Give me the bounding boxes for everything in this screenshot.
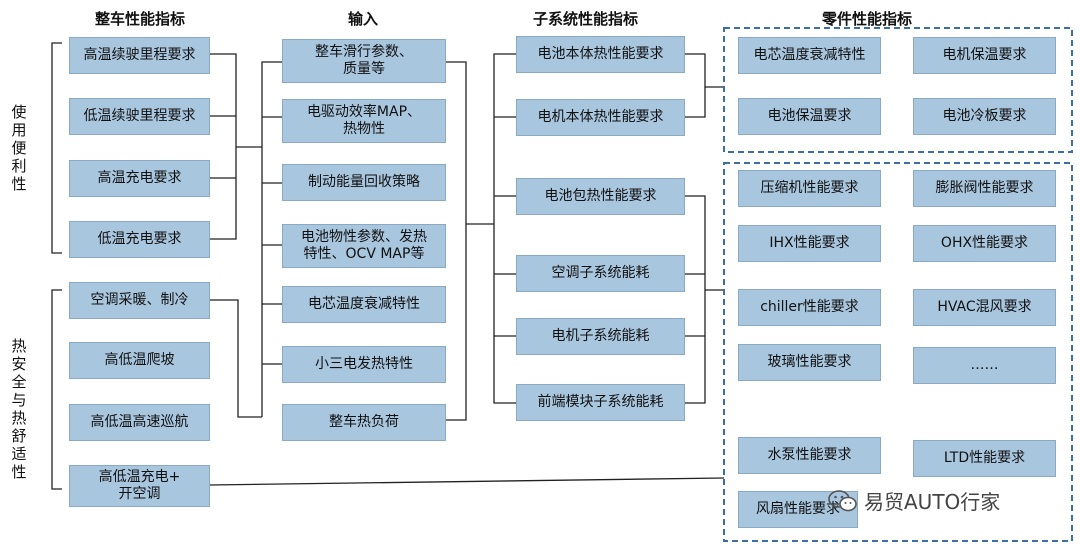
parts-item: 电池冷板要求 <box>913 98 1056 135</box>
vehicle-item: 高低温高速巡航 <box>69 404 210 441</box>
vehicle-item: 高温续驶里程要求 <box>69 37 210 74</box>
parts-item: OHX性能要求 <box>913 225 1056 262</box>
parts-item: 电池保温要求 <box>738 98 881 135</box>
input-item: 电池物性参数、发热 特性、OCV MAP等 <box>282 224 446 268</box>
input-item: 制动能量回收策略 <box>282 164 446 201</box>
parts-item: 风扇性能要求 <box>738 491 858 528</box>
vehicle-item: 高温充电要求 <box>69 160 210 197</box>
input-item: 小三电发热特性 <box>282 346 446 383</box>
input-item: 整车滑行参数、 质量等 <box>282 39 446 83</box>
parts-item: 膨胀阀性能要求 <box>913 170 1056 207</box>
vehicle-item: 空调采暖、制冷 <box>69 282 210 319</box>
parts-item: …… <box>913 347 1056 384</box>
vehicle-item: 低温充电要求 <box>69 221 210 258</box>
side-label-usability: 使用便利性 <box>11 103 27 193</box>
vehicle-item: 高低温爬坡 <box>69 342 210 379</box>
side-label-thermal: 热安全与热舒适性 <box>11 337 27 481</box>
watermark-text: 易贸AUTO行家 <box>864 490 1001 514</box>
subsystem-item: 前端模块子系统能耗 <box>516 384 685 421</box>
column-title-parts: 零件性能指标 <box>822 10 913 28</box>
parts-item: IHX性能要求 <box>738 225 881 262</box>
parts-item: chiller性能要求 <box>738 289 881 326</box>
input-item: 电芯温度衰减特性 <box>282 286 446 323</box>
subsystem-item: 电机子系统能耗 <box>516 318 685 355</box>
column-title-input: 输入 <box>348 10 379 28</box>
parts-item: 压缩机性能要求 <box>738 170 881 207</box>
parts-item: 电机保温要求 <box>913 37 1056 74</box>
wechat-logo-icon <box>828 489 857 511</box>
subsystem-item: 空调子系统能耗 <box>516 255 685 292</box>
parts-item: HVAC混风要求 <box>913 289 1056 326</box>
input-item: 整车热负荷 <box>282 404 446 441</box>
parts-item: LTD性能要求 <box>913 440 1056 477</box>
parts-item: 电芯温度衰减特性 <box>738 37 881 74</box>
vehicle-item: 高低温充电+ 开空调 <box>69 465 210 507</box>
parts-item: 玻璃性能要求 <box>738 344 881 381</box>
input-item: 电驱动效率MAP、 热物性 <box>282 99 446 143</box>
column-title-vehicle: 整车性能指标 <box>95 10 186 28</box>
parts-item: 水泵性能要求 <box>738 437 881 474</box>
subsystem-item: 电池包热性能要求 <box>516 178 685 215</box>
parts-group1-frame <box>723 27 1073 153</box>
column-title-subsystem: 子系统性能指标 <box>533 10 639 28</box>
parts-group2-frame <box>723 162 1073 542</box>
watermark: 易贸AUTO行家 <box>828 486 1000 515</box>
subsystem-item: 电池本体热性能要求 <box>516 36 685 73</box>
vehicle-item: 低温续驶里程要求 <box>69 98 210 135</box>
subsystem-item: 电机本体热性能要求 <box>516 99 685 136</box>
